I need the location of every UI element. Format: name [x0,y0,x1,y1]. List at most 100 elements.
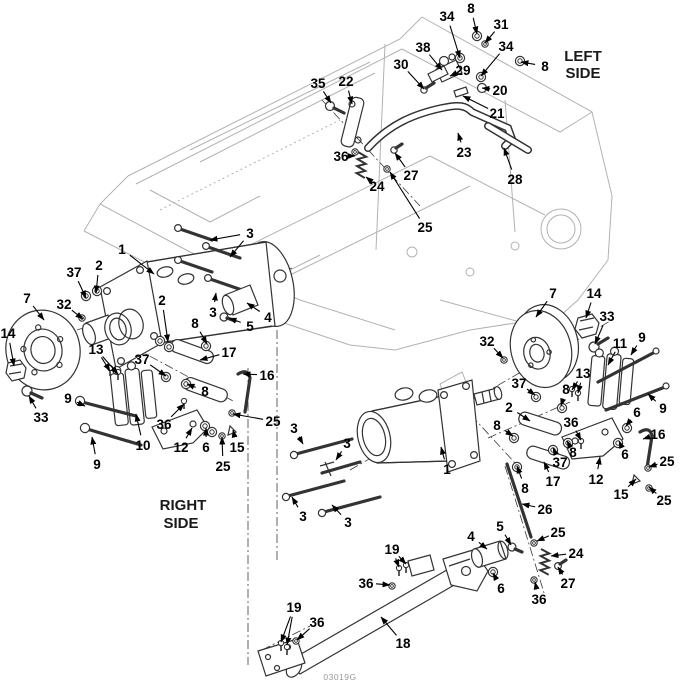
callout-8: 8 [191,316,199,331]
leader-line-6 [618,440,625,450]
callout-10: 10 [135,438,150,453]
leader-line-33 [28,395,37,409]
left-side-label-line2: SIDE [565,65,600,82]
leader-line-37 [77,280,87,299]
leader-line-3 [211,292,218,303]
leader-line-36 [574,430,582,441]
callout-25: 25 [417,220,433,235]
leader-line-4 [246,302,261,312]
leader-line-8 [566,440,574,450]
leader-line-33 [594,324,604,345]
leader-line-19 [398,555,407,565]
callout-3: 3 [209,305,217,320]
top-linkage-assembly [324,30,532,179]
callout-4: 4 [264,310,272,325]
spring-24-top [352,151,371,179]
callout-8: 8 [201,384,209,399]
callout-33: 33 [33,410,49,425]
leader-line-16 [242,371,258,378]
leader-line-5 [504,534,512,546]
callout-27: 27 [560,576,575,591]
callout-7: 7 [549,286,557,301]
callout-19: 19 [286,600,301,615]
leader-line-12 [185,427,193,439]
leader-line-34 [449,25,461,59]
right-rod-16 [638,428,654,470]
callout-23: 23 [456,145,472,160]
leader-line-28 [503,147,513,170]
leader-line-7 [32,305,45,321]
left-bracket-12 [151,409,209,450]
callout-12: 12 [588,472,603,487]
callout-17: 17 [221,345,236,360]
fitting-cluster [420,30,526,98]
right-side-label-line1: RIGHT [160,497,207,514]
left-link-17 [170,338,228,403]
leader-line-26 [521,502,536,509]
callout-22: 22 [338,74,353,89]
callout-18: 18 [395,636,411,651]
leader-line-3 [291,496,299,508]
callout-12: 12 [173,440,188,455]
leader-line-8 [520,60,536,67]
sheet-code: 03019G [323,672,356,682]
callout-13: 13 [88,342,104,357]
leader-line-6 [492,572,500,582]
right-brake-disc [509,304,579,389]
callout-11: 11 [613,336,628,351]
leader-line-37 [552,447,559,457]
rod-28 [484,122,532,154]
leader-line-2 [162,309,170,343]
callout-29: 29 [455,63,470,78]
callout-36: 36 [563,415,579,430]
callout-1: 1 [443,462,451,477]
leader-line-1 [129,254,155,275]
callout-16: 16 [650,427,666,442]
leader-line-1 [440,446,446,460]
callout-37: 37 [511,376,526,391]
bolt-27-top [390,142,404,154]
left-motor-body [82,241,295,370]
leader-line-36 [533,581,540,590]
leader-line-3 [331,504,342,516]
callout-8: 8 [467,1,475,16]
left-axle-nut-14 [5,359,27,382]
callout-36: 36 [333,149,349,164]
right-axle-nut-14 [574,313,600,339]
callout-2: 2 [158,293,166,308]
leader-line-24 [365,176,374,185]
callout-3: 3 [344,515,352,530]
leader-line-19 [393,558,400,568]
right-motor-body [356,379,503,473]
callout-24: 24 [568,546,584,561]
left-mount-bolts-3 [174,224,244,292]
leader-line-8 [186,383,196,390]
leader-line-20 [481,85,491,92]
callout-9: 9 [659,401,667,416]
leader-line-9 [90,436,97,455]
callout-8: 8 [569,445,577,460]
pivot-cylinder-4 [470,540,509,568]
callout-34: 34 [439,9,455,24]
callout-16: 16 [259,368,275,383]
leader-line-25 [648,461,658,468]
leader-line-6 [625,418,633,427]
callout-2: 2 [505,400,513,415]
callout-19: 19 [384,542,399,557]
leader-line-37 [149,364,167,377]
left-motor-shaft [82,308,144,346]
leader-line-36 [296,628,310,641]
leader-line-10 [134,413,142,436]
right-motor-assembly [281,304,670,584]
leader-line-19 [280,616,292,643]
leader-line-16 [642,433,652,440]
leader-line-14 [9,342,16,367]
leader-line-8 [472,17,479,35]
leader-line-25 [219,436,226,457]
leader-line-13 [571,381,579,391]
callout-9: 9 [638,330,646,345]
callout-25: 25 [659,454,675,469]
leader-line-7 [535,300,548,318]
callout-37: 37 [66,265,81,280]
